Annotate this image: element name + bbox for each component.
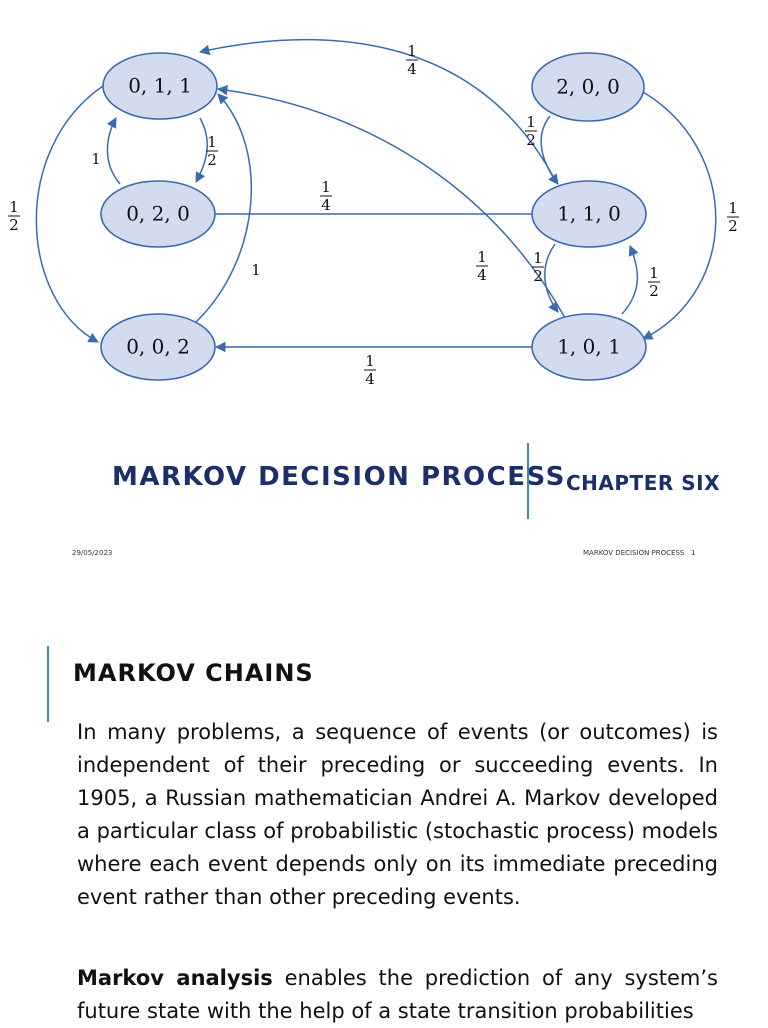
bold-term: Markov analysis (77, 966, 273, 990)
title-divider (527, 443, 529, 519)
svg-text:1: 1 (649, 264, 659, 282)
svg-text:1: 1 (9, 198, 19, 216)
svg-text:4: 4 (477, 266, 487, 284)
svg-text:2: 2 (526, 131, 536, 149)
state-node-110: 1, 1, 0 (531, 180, 647, 248)
edge-110-to-011 (198, 38, 556, 181)
paragraph-text: enables the prediction of any system’s f… (77, 966, 718, 1023)
edge-011-to-020 (195, 117, 208, 183)
state-node-002: 0, 0, 2 (100, 313, 216, 381)
svg-text:2: 2 (649, 282, 659, 300)
edge-002-to-011 (195, 93, 253, 323)
svg-text:4: 4 (407, 60, 417, 78)
svg-text:2: 2 (728, 217, 738, 235)
paragraph-markov-analysis: Markov analysis enables the prediction o… (77, 962, 718, 1028)
label-one: 1 (91, 150, 101, 168)
label-quarter: 1 4 (406, 42, 418, 78)
state-node-200: 2, 0, 0 (531, 52, 645, 122)
label-quarter: 1 4 (476, 248, 488, 284)
state-label: 1, 1, 0 (557, 202, 621, 226)
label-half: 1 2 (648, 264, 660, 300)
footer-date: 29/05/2023 (72, 549, 113, 557)
svg-text:1: 1 (321, 178, 331, 196)
state-transition-diagram: 0, 1, 1 0, 2, 0 0, 0, 2 2, 0, 0 1, 1, 0 … (8, 38, 739, 388)
svg-text:2: 2 (207, 151, 217, 169)
svg-text:1: 1 (477, 248, 487, 266)
svg-text:4: 4 (365, 370, 375, 388)
state-label: 0, 2, 0 (126, 202, 190, 226)
svg-text:1: 1 (526, 113, 536, 131)
footer-page-number: 1 (691, 549, 696, 557)
state-node-101: 1, 0, 1 (531, 313, 647, 381)
label-quarter: 1 4 (364, 352, 376, 388)
label-half: 1 2 (8, 198, 20, 234)
state-label: 0, 0, 2 (126, 335, 190, 359)
section-heading: MARKOV CHAINS (73, 659, 314, 687)
label-half: 1 2 (532, 249, 544, 285)
label-half: 1 2 (206, 133, 218, 169)
edge-011-to-002 (35, 85, 104, 343)
edge-101-to-110 (621, 245, 639, 315)
state-node-011: 0, 1, 1 (102, 52, 218, 120)
svg-text:2: 2 (533, 267, 543, 285)
state-label: 1, 0, 1 (557, 335, 621, 359)
svg-text:4: 4 (321, 196, 331, 214)
edge-101-to-011 (216, 85, 566, 319)
slide-2 (0, 610, 768, 1024)
state-node-020: 0, 2, 0 (100, 180, 216, 248)
edge-200-to-110 (540, 115, 559, 185)
state-label: 0, 1, 1 (128, 74, 192, 98)
svg-text:1: 1 (207, 133, 217, 151)
edge-020-to-011 (106, 117, 121, 185)
svg-text:2: 2 (9, 216, 19, 234)
label-one: 1 (251, 261, 261, 279)
slide-subtitle: CHAPTER SIX (566, 471, 720, 495)
edge-200-to-101 (642, 91, 717, 340)
svg-text:1: 1 (365, 352, 375, 370)
state-label: 2, 0, 0 (556, 75, 620, 99)
edge-110-to-101 (544, 243, 559, 313)
label-quarter: 1 4 (320, 178, 332, 214)
label-half: 1 2 (525, 113, 537, 149)
label-half: 1 2 (727, 199, 739, 235)
svg-text:1: 1 (407, 42, 417, 60)
slide-title: MARKOV DECISION PROCESS (112, 462, 566, 492)
slide-separator (0, 590, 768, 610)
svg-text:1: 1 (728, 199, 738, 217)
heading-accent-bar (47, 646, 49, 722)
paragraph-intro: In many problems, a sequence of events (… (77, 720, 718, 909)
footer-title: MARKOV DECISION PROCESS (583, 549, 685, 557)
slide-1: 0, 1, 1 0, 2, 0 0, 0, 2 2, 0, 0 1, 1, 0 … (8, 38, 739, 557)
svg-text:1: 1 (533, 249, 543, 267)
